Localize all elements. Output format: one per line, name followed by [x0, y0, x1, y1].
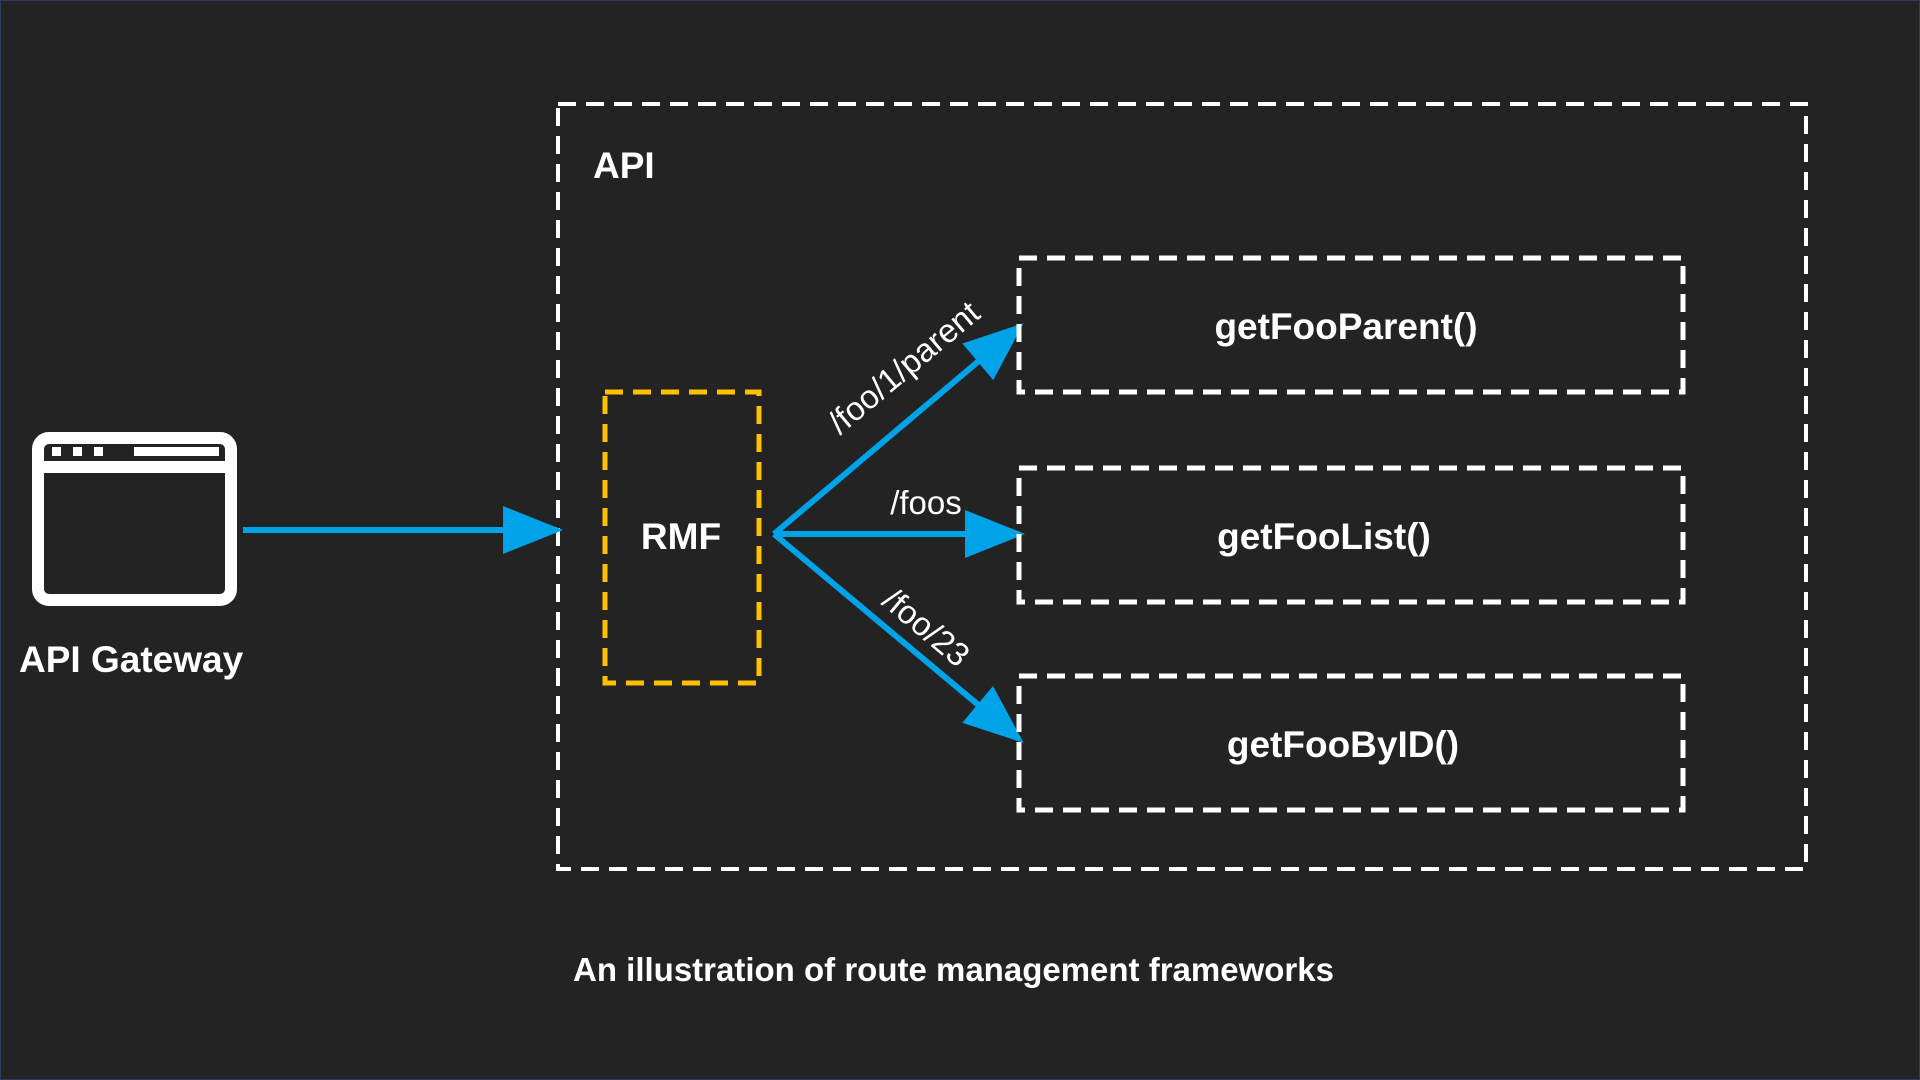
route-path-list: /foos — [890, 484, 962, 521]
handler-box-parent — [1016, 255, 1686, 395]
diagram-caption: An illustration of route management fram… — [573, 951, 1334, 988]
browser-window-icon — [32, 432, 237, 606]
route-arrow-parent — [772, 323, 1024, 537]
route-path-parent: /foo/1/parent — [821, 293, 987, 440]
handler-box-byid — [1016, 673, 1686, 813]
api-container — [556, 102, 1808, 871]
handler-label-parent: getFooParent() — [1214, 306, 1477, 347]
handler-box-list — [1016, 465, 1686, 605]
handler-label-byid: getFooByID() — [1227, 724, 1459, 765]
api-title: API — [593, 145, 655, 186]
rmf-box — [602, 389, 762, 686]
handler-label-list: getFooList() — [1217, 516, 1431, 557]
gateway-label: API Gateway — [19, 639, 244, 680]
route-arrow-byid — [772, 531, 1024, 743]
rmf-label: RMF — [641, 516, 721, 557]
